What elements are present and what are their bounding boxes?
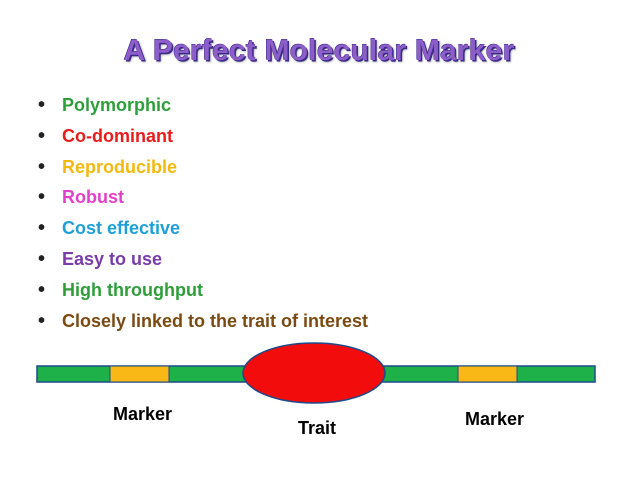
bullet-dot: • <box>38 309 46 332</box>
bullet-text: Co-dominant <box>62 125 173 146</box>
bullet-item: • Easy to use <box>38 244 368 275</box>
marker-right-segment <box>457 365 518 383</box>
bullet-dot: • <box>38 247 46 270</box>
trait-label: Trait <box>298 418 337 438</box>
bullet-item: • Cost effective <box>38 213 368 244</box>
bullet-text: Polymorphic <box>62 95 172 115</box>
bullet-list: •Polymorphic •Co-dominant •Reproducible … <box>38 90 368 336</box>
bullet-item: • Closely linked to the trait of interest <box>38 306 368 337</box>
bullet-dot: • <box>38 155 46 178</box>
bullet-dot: • <box>38 278 46 301</box>
trait-oval <box>242 342 386 404</box>
bullet-dot: • <box>38 124 46 147</box>
bullet-text: Reproducible <box>62 156 178 177</box>
marker-right-label: Marker <box>465 409 525 429</box>
bullet-dot: • <box>38 186 46 209</box>
bullet-dot: • <box>38 217 46 240</box>
bullet-item: • Robust <box>38 182 368 213</box>
bullet-text: Closely linked to the trait of interest <box>62 310 369 331</box>
bullet-text: Cost effective <box>62 218 181 239</box>
bullet-text: High throughput <box>62 279 203 300</box>
bullet-text: Easy to use <box>62 248 163 269</box>
bullet-text: Robust <box>62 187 124 208</box>
marker-left-label: Marker <box>113 404 173 424</box>
slide-title: A Perfect Molecular Marker <box>123 34 515 67</box>
bullet-item: • Polymorphic <box>38 90 368 121</box>
bullet-item: • Co-dominant <box>38 121 368 152</box>
bullet-item: • Reproducible <box>38 152 368 183</box>
marker-left-segment <box>109 365 170 383</box>
bullet-item: • High throughput <box>38 275 368 306</box>
bullet-dot: • <box>38 94 46 116</box>
